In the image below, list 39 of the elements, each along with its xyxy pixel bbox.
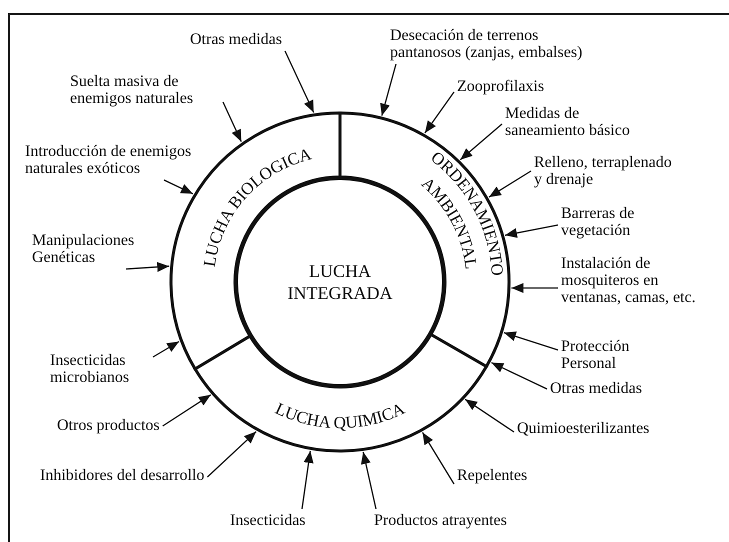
measure-label: Insecticidas — [230, 512, 306, 529]
arrow — [164, 179, 194, 194]
arrow — [464, 398, 514, 433]
arrow — [301, 450, 314, 510]
arrow — [422, 432, 455, 484]
measure-label: Otras medidas — [550, 380, 642, 397]
arrow — [491, 362, 548, 390]
measure-label: Zooprofilaxis — [457, 78, 544, 95]
arrow — [162, 394, 212, 427]
arrow — [504, 332, 558, 351]
measure-label: Barreras de vegetación — [561, 205, 653, 239]
circle-title: LUCHA INTEGRADA — [286, 260, 394, 304]
arrow — [504, 224, 558, 238]
measure-label: Insecticidas microbianos — [50, 352, 150, 386]
measure-label: Manipulaciones Genéticas — [32, 232, 154, 266]
arrow — [206, 431, 257, 478]
measure-label: Relleno, terraplenado y drenaje — [534, 154, 679, 188]
measure-label: Instalación de mosquiteros en ventanas, camas, etc. — [561, 255, 719, 306]
arrow — [511, 283, 558, 293]
sector-title: LUCHA QUIMICA — [272, 398, 408, 432]
measure-label: Quimioesterilizantes — [517, 420, 650, 437]
measure-label: Introducción de enemigos naturales exóticos — [25, 143, 221, 177]
arrow — [360, 452, 377, 510]
measure-label: Medidas de saneamiento básico — [505, 105, 655, 139]
measure-label: Protección Personal — [561, 338, 653, 372]
measure-label: Productos atrayentes — [374, 512, 507, 529]
measure-label: Desecación de terrenos pantanosos (zanjas, embalses) — [390, 27, 600, 61]
measure-label: Otros productos — [57, 417, 160, 434]
measure-label: Suelta masiva de enemigos naturales — [70, 73, 220, 107]
ring-sector — [193, 333, 488, 453]
arrow — [424, 92, 455, 134]
arrow — [222, 102, 242, 142]
measure-label: Inhibidores del desarrollo — [40, 467, 204, 484]
arrow — [284, 50, 314, 113]
arrow — [126, 262, 170, 272]
measure-label: Repelentes — [457, 467, 528, 484]
arrow — [380, 64, 397, 116]
arrow — [152, 340, 180, 358]
measure-label: Otras medidas — [190, 31, 282, 48]
